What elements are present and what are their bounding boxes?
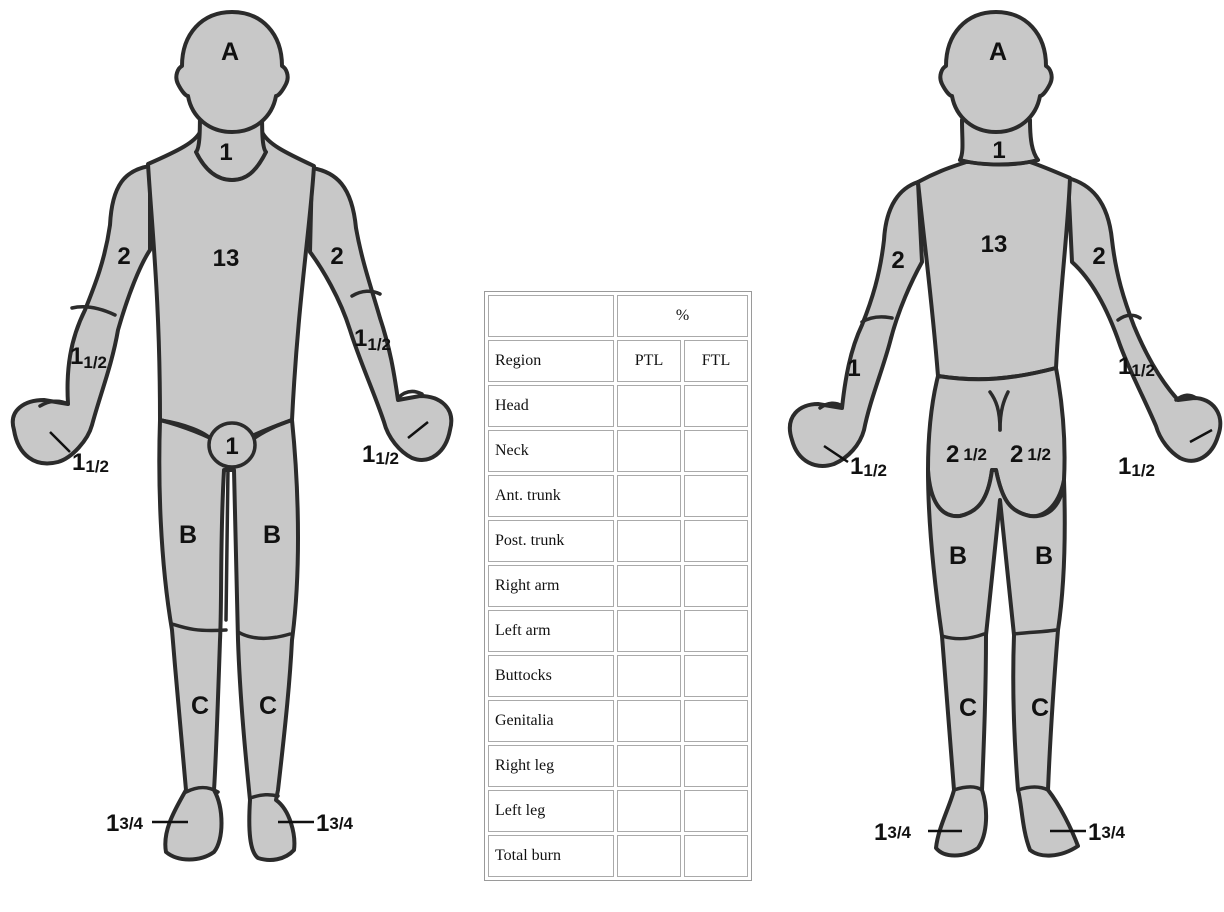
region-cell: Post. trunk (488, 520, 614, 562)
ftl-cell[interactable] (684, 655, 748, 697)
ptl-cell[interactable] (617, 700, 681, 742)
back-upper-arm-right-label: 2 (891, 247, 904, 274)
front-foot-right-label: 13/4 (106, 810, 144, 837)
ftl-cell[interactable] (684, 835, 748, 877)
ptl-cell[interactable] (617, 790, 681, 832)
back-trunk-label: 13 (981, 231, 1008, 258)
ftl-cell[interactable] (684, 700, 748, 742)
table-row: Left arm (488, 610, 748, 652)
back-head-label: A (989, 38, 1007, 66)
front-thigh-left-label: B (263, 521, 281, 549)
col-ptl-header: PTL (617, 340, 681, 382)
ptl-cell[interactable] (617, 475, 681, 517)
ptl-cell[interactable] (617, 745, 681, 787)
region-cell: Genitalia (488, 700, 614, 742)
front-foot-left-label: 13/4 (316, 810, 354, 837)
table-row: Total burn (488, 835, 748, 877)
table-row: Neck (488, 430, 748, 472)
back-foot-right-label: 13/4 (874, 819, 912, 846)
ftl-cell[interactable] (684, 745, 748, 787)
ftl-cell[interactable] (684, 790, 748, 832)
region-cell: Total burn (488, 835, 614, 877)
back-forearm-right-label: 1 (847, 355, 860, 382)
front-thigh-right-label: B (179, 521, 197, 549)
region-cell: Head (488, 385, 614, 427)
front-upper-arm-right-label: 2 (117, 243, 130, 270)
back-leg-right-label: C (959, 694, 977, 722)
front-leg-left-label: C (259, 692, 277, 720)
back-neck-label: 1 (992, 137, 1005, 164)
back-leg-left-label: C (1031, 694, 1049, 722)
ftl-cell[interactable] (684, 520, 748, 562)
front-head-label: A (221, 38, 239, 66)
region-cell: Neck (488, 430, 614, 472)
table-row: Head (488, 385, 748, 427)
front-hand-right-label: 11/2 (72, 449, 109, 476)
region-cell: Left leg (488, 790, 614, 832)
table-row: Right arm (488, 565, 748, 607)
front-leg-right-label: C (191, 692, 209, 720)
front-hand-left-label: 11/2 (362, 441, 399, 468)
front-genitalia-label: 1 (225, 433, 238, 460)
ftl-cell[interactable] (684, 565, 748, 607)
ptl-cell[interactable] (617, 385, 681, 427)
col-region-header: Region (488, 340, 614, 382)
table-row: Right leg (488, 745, 748, 787)
ptl-cell[interactable] (617, 655, 681, 697)
burn-table: % Region PTL FTL Head Neck Ant. trunk Po… (485, 292, 751, 880)
front-upper-arm-left-label: 2 (330, 243, 343, 270)
ptl-cell[interactable] (617, 610, 681, 652)
ptl-cell[interactable] (617, 430, 681, 472)
ptl-cell[interactable] (617, 835, 681, 877)
region-cell: Buttocks (488, 655, 614, 697)
region-cell: Left arm (488, 610, 614, 652)
col-ftl-header: FTL (684, 340, 748, 382)
ptl-cell[interactable] (617, 565, 681, 607)
table-row: Post. trunk (488, 520, 748, 562)
back-upper-arm-left-label: 2 (1092, 243, 1105, 270)
region-cell: Right leg (488, 745, 614, 787)
back-hand-left-label: 11/2 (1118, 453, 1155, 480)
back-thigh-right-label: B (949, 542, 967, 570)
percent-header: % (617, 295, 748, 337)
ftl-cell[interactable] (684, 475, 748, 517)
region-cell: Ant. trunk (488, 475, 614, 517)
front-neck-label: 1 (219, 139, 232, 166)
table-row: Buttocks (488, 655, 748, 697)
front-trunk-label: 13 (213, 245, 240, 272)
ftl-cell[interactable] (684, 430, 748, 472)
region-cell: Right arm (488, 565, 614, 607)
back-thigh-left-label: B (1035, 542, 1053, 570)
front-body-figure: A 1 13 2 2 11/2 11/2 11/2 11/2 1 B B C C… (0, 0, 470, 912)
burn-assessment-table: % Region PTL FTL Head Neck Ant. trunk Po… (484, 291, 752, 881)
table-row: Genitalia (488, 700, 748, 742)
ftl-cell[interactable] (684, 385, 748, 427)
back-hand-right-label: 11/2 (850, 453, 887, 480)
ptl-cell[interactable] (617, 520, 681, 562)
table-row: Left leg (488, 790, 748, 832)
table-corner-cell (488, 295, 614, 337)
table-header-row-percent: % (488, 295, 748, 337)
ftl-cell[interactable] (684, 610, 748, 652)
table-header-row: Region PTL FTL (488, 340, 748, 382)
back-foot-left-label: 13/4 (1088, 819, 1126, 846)
table-row: Ant. trunk (488, 475, 748, 517)
